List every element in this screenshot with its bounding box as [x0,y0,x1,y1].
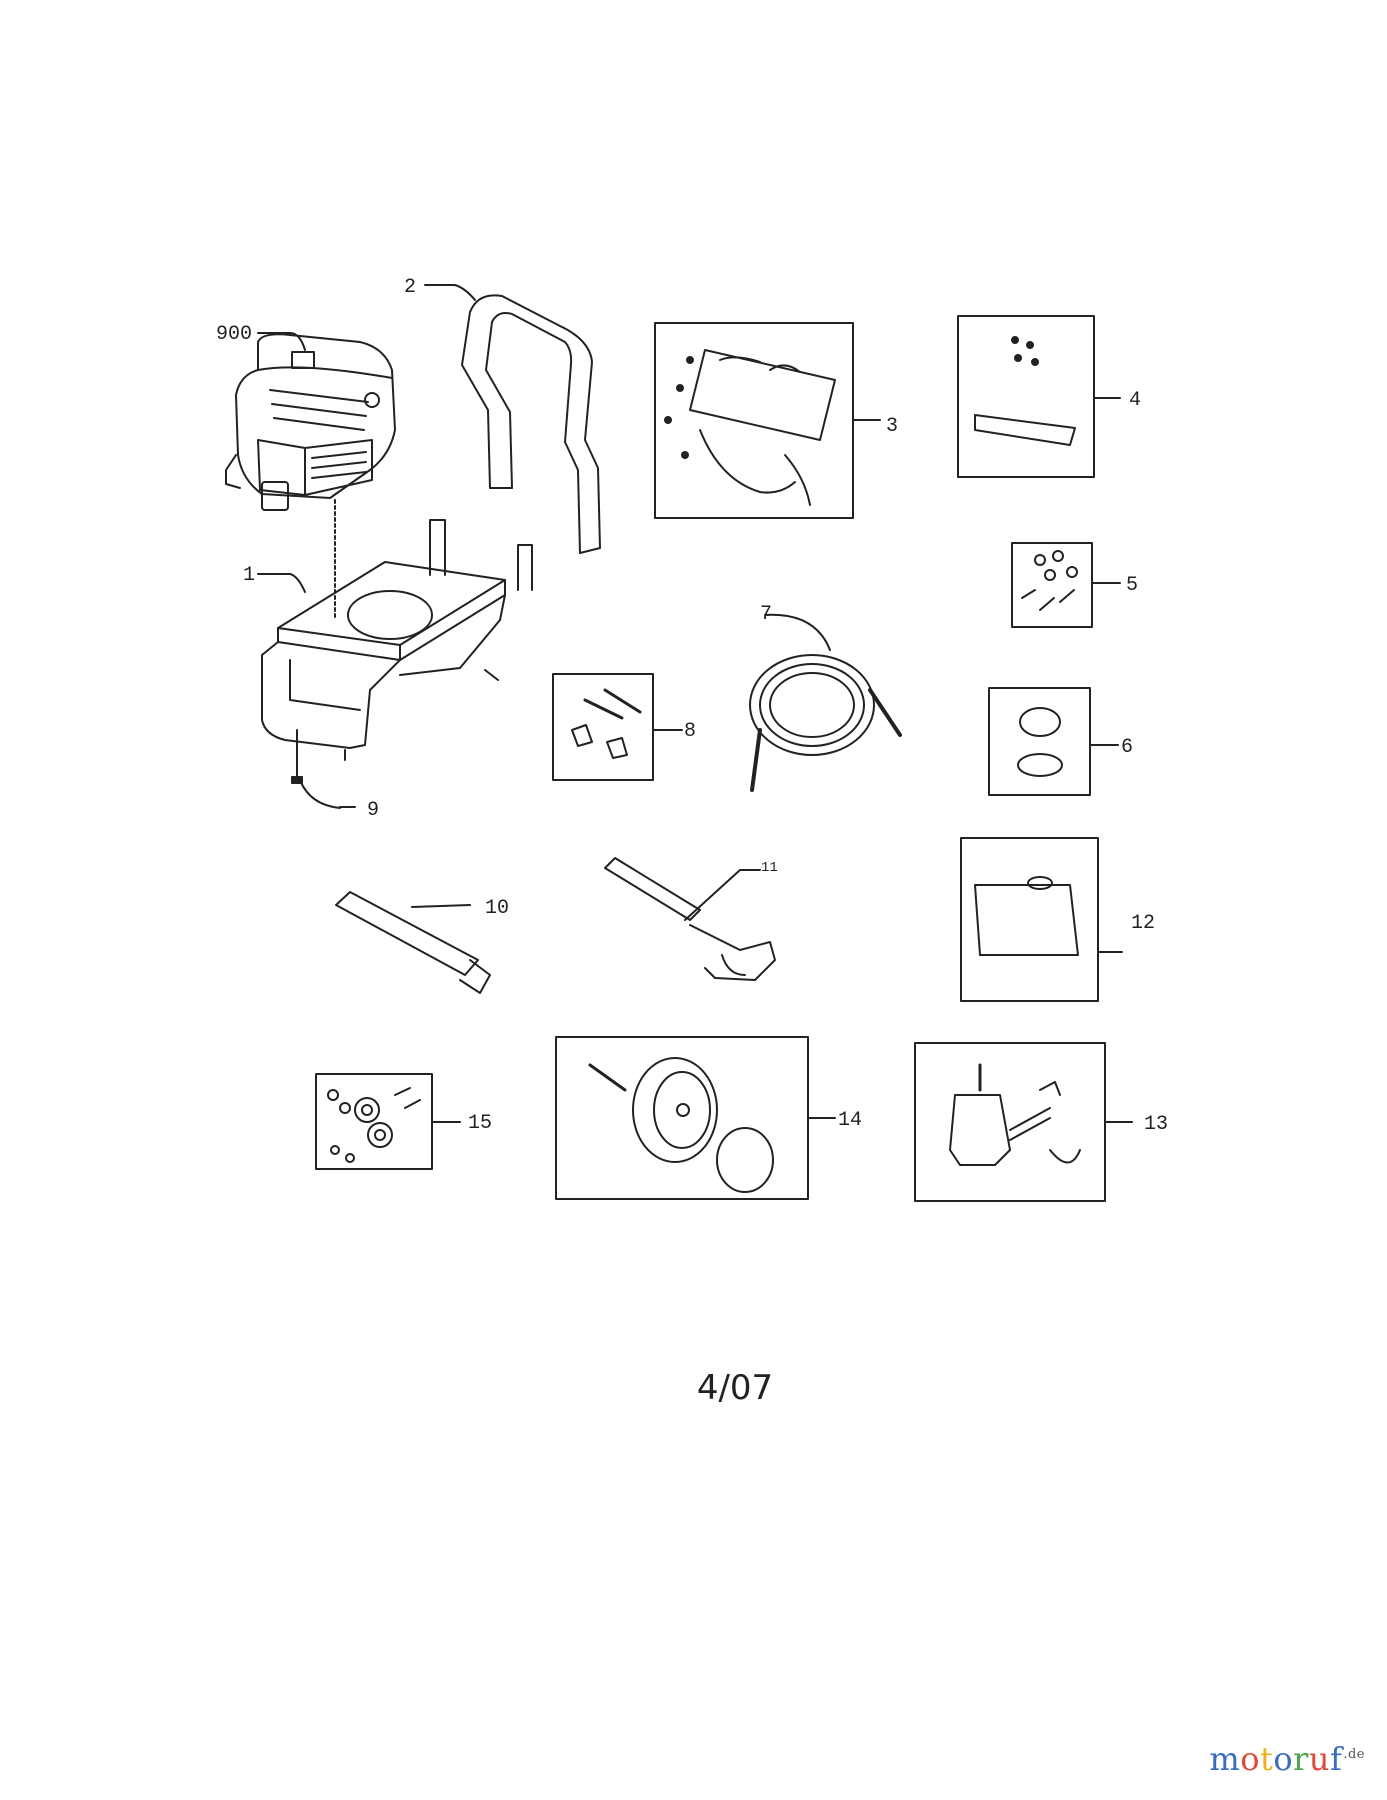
label-2: 2 [404,276,416,299]
fasteners-part-8 [552,673,683,781]
watermark-letter: o [1273,1740,1294,1778]
label-3: 3 [886,415,898,438]
label-14: 14 [838,1109,862,1132]
label-15: 15 [468,1112,492,1135]
label-5: 5 [1126,574,1138,597]
label-6: 6 [1121,736,1133,759]
label-900: 900 [216,323,252,346]
label-7: 7 [760,603,772,626]
watermark-letter: f [1330,1740,1343,1778]
label-10: 10 [485,897,509,920]
engine-part-900 [225,333,396,621]
frame-part-1 [261,519,533,761]
watermark-letter: t [1259,1740,1274,1778]
hardware-part-5 [1011,542,1121,628]
label-1: 1 [243,564,255,587]
callout-labels: 900 2 1 3 4 5 6 7 8 9 10 11 12 13 14 15 [216,276,1168,1136]
bolt-part-9 [291,729,341,809]
label-12: 12 [1131,912,1155,935]
hose-part-7 [749,613,902,792]
watermark-letter: r [1293,1740,1309,1778]
gun-part-11 [604,857,776,981]
label-4: 4 [1129,389,1141,412]
cap-part-6 [988,687,1119,796]
bearing-kit-part-15 [315,1073,461,1170]
watermark-logo: motoruf.de [1209,1740,1365,1778]
leader-lines [257,284,476,808]
label-11: 11 [761,860,778,876]
label-8: 8 [684,720,696,743]
pump-part-13 [914,1042,1133,1202]
wand-part-10 [335,891,491,994]
label-9: 9 [367,799,379,822]
tank-part-12 [960,837,1123,1002]
bracket-part-4 [957,315,1121,478]
watermark-suffix: .de [1343,1747,1365,1763]
label-13: 13 [1144,1113,1168,1136]
watermark-letter: o [1240,1740,1260,1778]
wheel-part-14 [555,1036,836,1200]
handle-part-2 [461,294,601,554]
revision-date: 4/07 [696,1368,774,1408]
panel-kit-part-3 [654,322,881,519]
watermark-letter: u [1308,1740,1330,1778]
watermark-letter: m [1209,1740,1241,1778]
